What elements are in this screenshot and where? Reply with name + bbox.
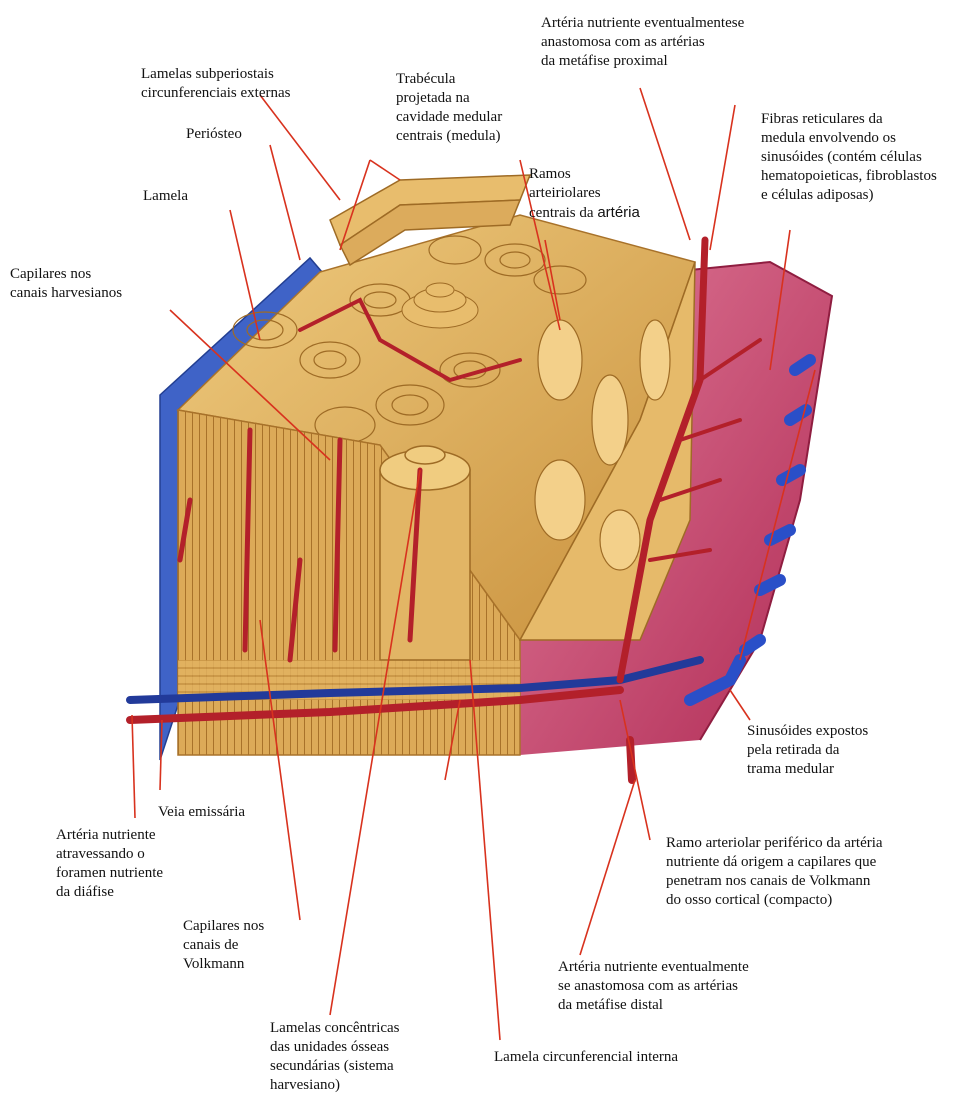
label-sinusoides: Sinusóides expostos pela retirada da tra…	[747, 722, 868, 779]
label-arteria-nutriente-proximal: Artéria nutriente eventualmentese anasto…	[541, 14, 744, 71]
label-lamela: Lamela	[143, 187, 188, 206]
label-arteria-nutriente-foramen: Artéria nutriente atravessando o foramen…	[56, 826, 163, 902]
label-periosteo: Periósteo	[186, 125, 242, 144]
label-arteria-nutriente-distal: Artéria nutriente eventualmente se anast…	[558, 958, 749, 1015]
label-lamelas-concentricas: Lamelas concêntricas das unidades ósseas…	[270, 1019, 400, 1095]
label-ramos-arteria: artéria	[597, 204, 640, 221]
label-capilares-volkmann: Capilares nos canais de Volkmann	[183, 917, 264, 974]
label-ramo-arteriolar: Ramo arteriolar periférico da artéria nu…	[666, 834, 883, 910]
label-ramos-arteriolares: Ramos arteiriolares centrais da artéria	[529, 165, 640, 223]
label-ramos-text: Ramos arteiriolares centrais da	[529, 166, 601, 221]
label-trabecula: Trabécula projetada na cavidade medular …	[396, 70, 502, 146]
label-fibras-reticulares: Fibras reticulares da medula envolvendo …	[761, 110, 937, 205]
label-lamela-interna: Lamela circunferencial interna	[494, 1048, 678, 1067]
label-lamelas-subperiostais: Lamelas subperiostais circunferenciais e…	[141, 65, 291, 103]
label-veia-emissaria: Veia emissária	[158, 803, 245, 822]
label-capilares-harvesianos: Capilares nos canais harvesianos	[10, 265, 122, 303]
